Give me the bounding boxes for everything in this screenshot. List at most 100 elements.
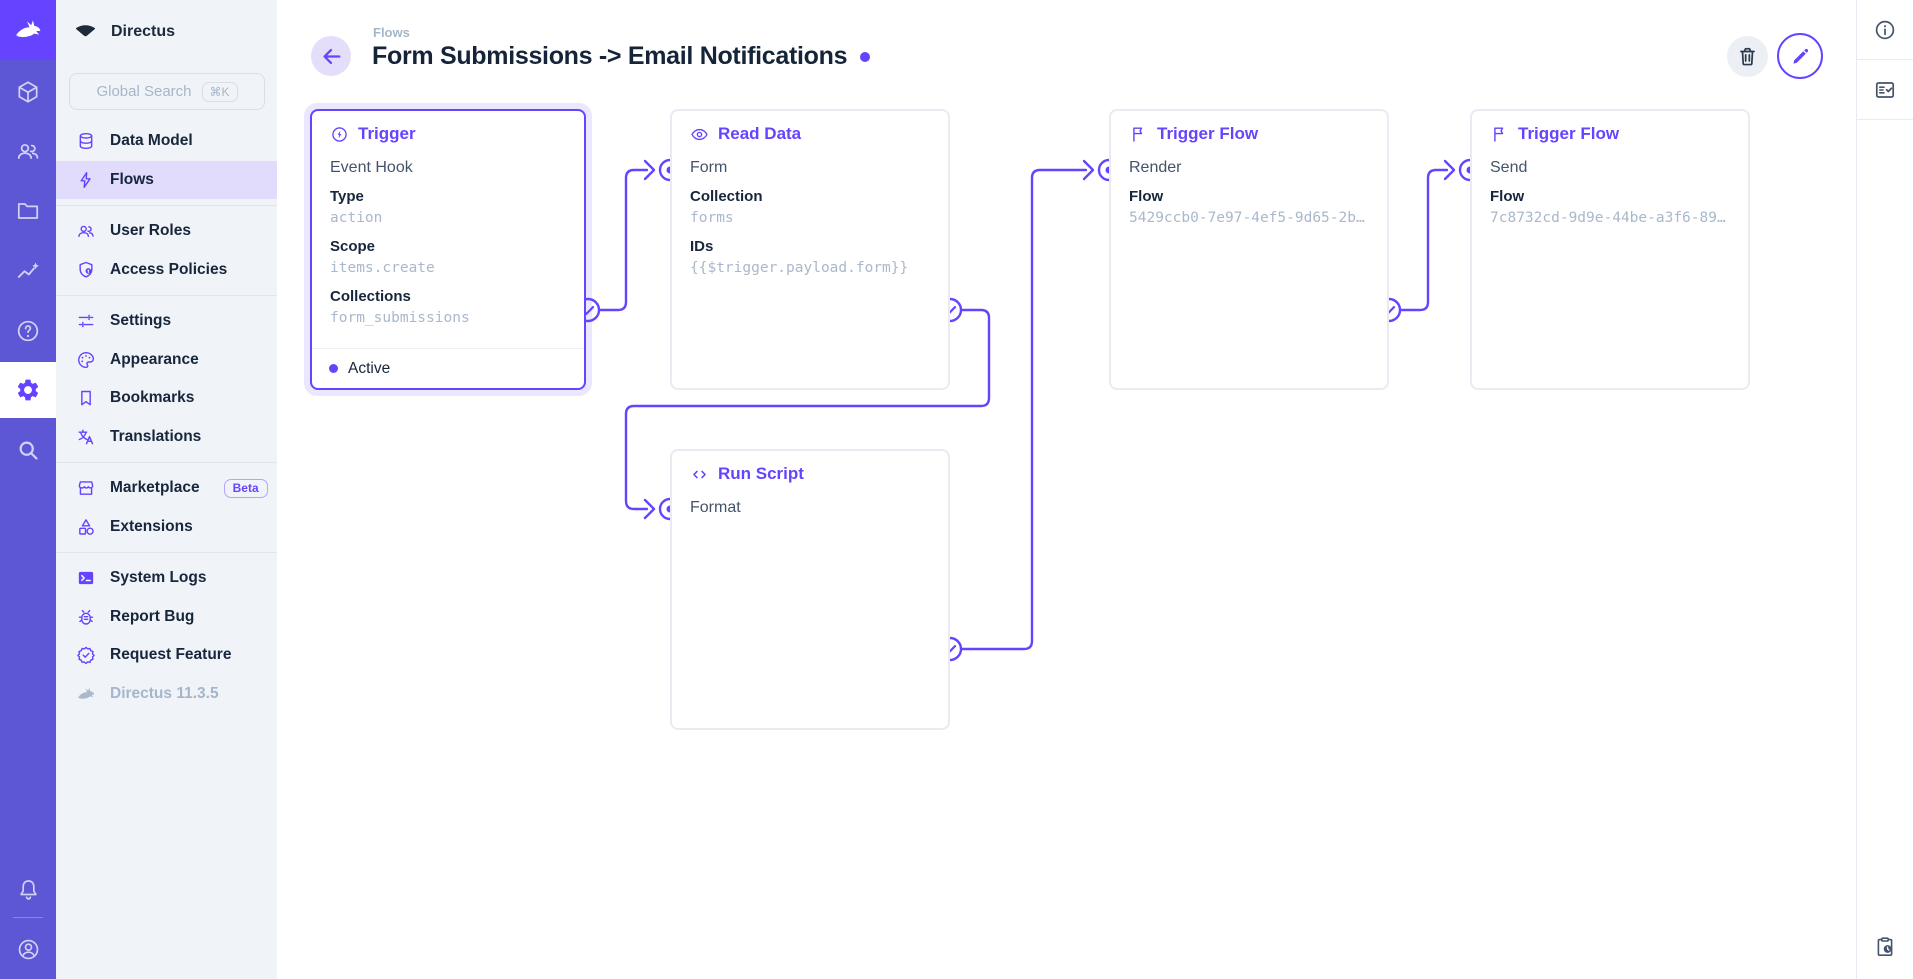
trigger-panel-selection-halo: Trigger Event Hook Type action Scope ite…: [304, 103, 592, 396]
notifications-button[interactable]: [0, 861, 56, 917]
sidebar-item-appearance[interactable]: Appearance: [56, 341, 277, 380]
title-row: Form Submissions -> Email Notifications: [372, 42, 871, 71]
module-settings[interactable]: [0, 362, 56, 418]
panel-name: Form: [690, 159, 728, 176]
global-search-input[interactable]: Global Search ⌘K: [69, 73, 265, 110]
sidebar-item-label: Bookmarks: [110, 389, 195, 407]
module-global-search[interactable]: [0, 422, 56, 478]
search-icon: [19, 441, 38, 460]
sidebar-item-report-bug[interactable]: Report Bug: [56, 598, 277, 637]
fact-check-icon: [1875, 81, 1895, 98]
nav-divider: [56, 462, 277, 463]
panel-type: Run Script: [690, 463, 930, 485]
delete-flow-button[interactable]: [1727, 36, 1768, 77]
nav-divider: [56, 295, 277, 296]
sidebar-item-label: Request Feature: [110, 646, 232, 664]
logs-sidebar-button[interactable]: [1857, 60, 1913, 120]
sidebar-item-user-roles[interactable]: User Roles: [56, 212, 277, 251]
tune-icon: [76, 311, 96, 331]
module-help[interactable]: [0, 303, 56, 359]
module-content[interactable]: [0, 64, 56, 120]
bookmark-icon: [76, 388, 96, 408]
panel-type-label: Trigger Flow: [1157, 124, 1259, 143]
flag-icon: [1129, 125, 1148, 144]
flow-status-dot: [860, 51, 871, 62]
field-value: 5429ccb0-7e97-4ef5-9d65-2b…: [1129, 210, 1365, 226]
sidebar-item-data-model[interactable]: Data Model: [56, 122, 277, 161]
panel-type: Trigger Flow: [1490, 123, 1730, 145]
read-data-panel[interactable]: Read Data Form Collection forms IDs {{$t…: [670, 109, 950, 390]
breadcrumb[interactable]: Flows: [373, 25, 410, 40]
database-icon: [76, 131, 96, 151]
help-icon: [17, 320, 39, 342]
sidebar-item-flows[interactable]: Flows: [56, 160, 277, 199]
sidebar-item-system-logs[interactable]: System Logs: [56, 559, 277, 598]
bug-icon: [76, 607, 96, 627]
module-insights[interactable]: [0, 243, 56, 299]
sidebar-item-request-feature[interactable]: Request Feature: [56, 636, 277, 675]
nav-divider: [56, 552, 277, 553]
run-script-panel[interactable]: Run Script Format: [670, 449, 950, 730]
trigger-status-footer: Active: [312, 348, 584, 388]
sidebar-item-label: Translations: [110, 427, 202, 445]
translate-icon: [76, 427, 96, 447]
wire-trigger-to-read-data: [597, 168, 649, 312]
panel-type-label: Read Data: [718, 124, 802, 143]
arrow-left-icon: [322, 48, 340, 64]
sidebar-item-access-policies[interactable]: Access Policies: [56, 251, 277, 290]
field-value: 7c8732cd-9d9e-44be-a3f6-89…: [1490, 210, 1726, 226]
users-icon: [17, 144, 39, 160]
terminal-icon: [76, 568, 96, 588]
insights-icon: [17, 262, 39, 278]
module-bar: [0, 0, 56, 979]
field-value: action: [330, 210, 383, 226]
field-label: Flow: [1129, 188, 1164, 205]
sidebar-item-marketplace[interactable]: Marketplace Beta: [56, 469, 277, 508]
panel-name: Send: [1490, 159, 1528, 176]
panel-type: Trigger Flow: [1129, 123, 1369, 145]
sidebar-item-settings[interactable]: Settings: [56, 302, 277, 341]
account-button[interactable]: [0, 921, 56, 977]
panel-name: Event Hook: [330, 159, 413, 176]
panel-type: Read Data: [690, 123, 930, 145]
trigger-flow-send-panel[interactable]: Trigger Flow Send Flow 7c8732cd-9d9e-44b…: [1470, 109, 1750, 390]
search-shortcut-badge: ⌘K: [201, 81, 238, 102]
module-file-library[interactable]: [0, 183, 56, 239]
project-header[interactable]: Directus: [73, 14, 175, 50]
status-text: Active: [348, 359, 391, 377]
sidebar-item-label: User Roles: [110, 222, 191, 240]
panel-type-label: Run Script: [718, 464, 804, 483]
pending-revisions-button[interactable]: [1857, 925, 1913, 969]
trigger-flow-render-panel[interactable]: Trigger Flow Render Flow 5429ccb0-7e97-4…: [1109, 109, 1389, 390]
module-bar-divider: [13, 917, 43, 918]
panel-name: Render: [1129, 159, 1182, 176]
sidebar-item-label: Report Bug: [110, 607, 195, 625]
back-button[interactable]: [311, 36, 351, 76]
sidebar-item-label: Access Policies: [110, 260, 228, 278]
project-icon: [75, 24, 96, 36]
sidebar-item-extensions[interactable]: Extensions: [56, 508, 277, 547]
field-value: forms: [690, 210, 734, 226]
trigger-panel[interactable]: Trigger Event Hook Type action Scope ite…: [310, 109, 586, 390]
field-label: Scope: [330, 238, 376, 255]
sidebar-item-label: Directus 11.3.5: [110, 684, 219, 702]
field-label: Collections: [330, 288, 411, 305]
wire-render-to-send: [1398, 168, 1449, 312]
panel-name: Format: [690, 499, 741, 516]
clipboard-clock-icon: [1877, 937, 1893, 956]
nav-list: Data Model Flows User Roles: [56, 122, 277, 713]
verified-icon: [76, 645, 96, 665]
directus-logo[interactable]: [0, 0, 56, 60]
sidebar-item-translations[interactable]: Translations: [56, 418, 277, 457]
edit-flow-button[interactable]: [1777, 33, 1823, 79]
field-label: Type: [330, 188, 364, 205]
field-label: Flow: [1490, 188, 1525, 205]
people-icon: [76, 221, 96, 241]
module-user-directory[interactable]: [0, 123, 56, 179]
sidebar-item-label: Marketplace: [110, 479, 200, 497]
field-label: IDs: [690, 238, 714, 255]
sidebar-item-bookmarks[interactable]: Bookmarks: [56, 379, 277, 418]
info-sidebar-button[interactable]: [1857, 0, 1913, 60]
pencil-icon: [1792, 48, 1808, 64]
panel-type-label: Trigger Flow: [1518, 124, 1620, 143]
